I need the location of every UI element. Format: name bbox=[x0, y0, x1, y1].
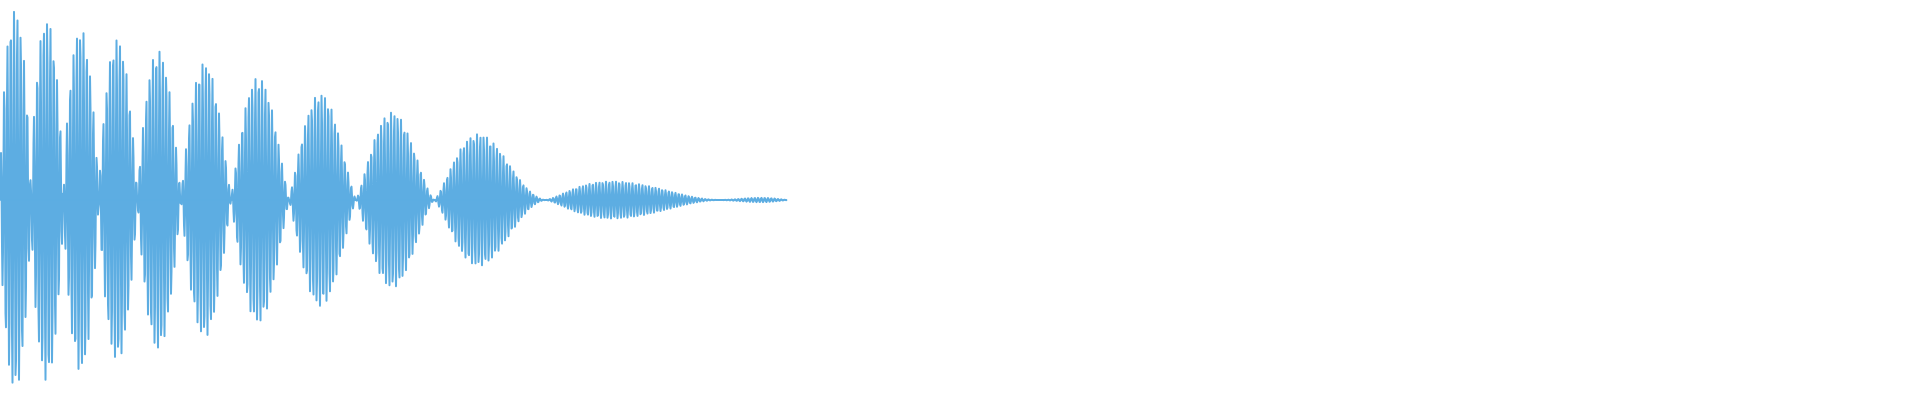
waveform-path bbox=[0, 10, 788, 384]
